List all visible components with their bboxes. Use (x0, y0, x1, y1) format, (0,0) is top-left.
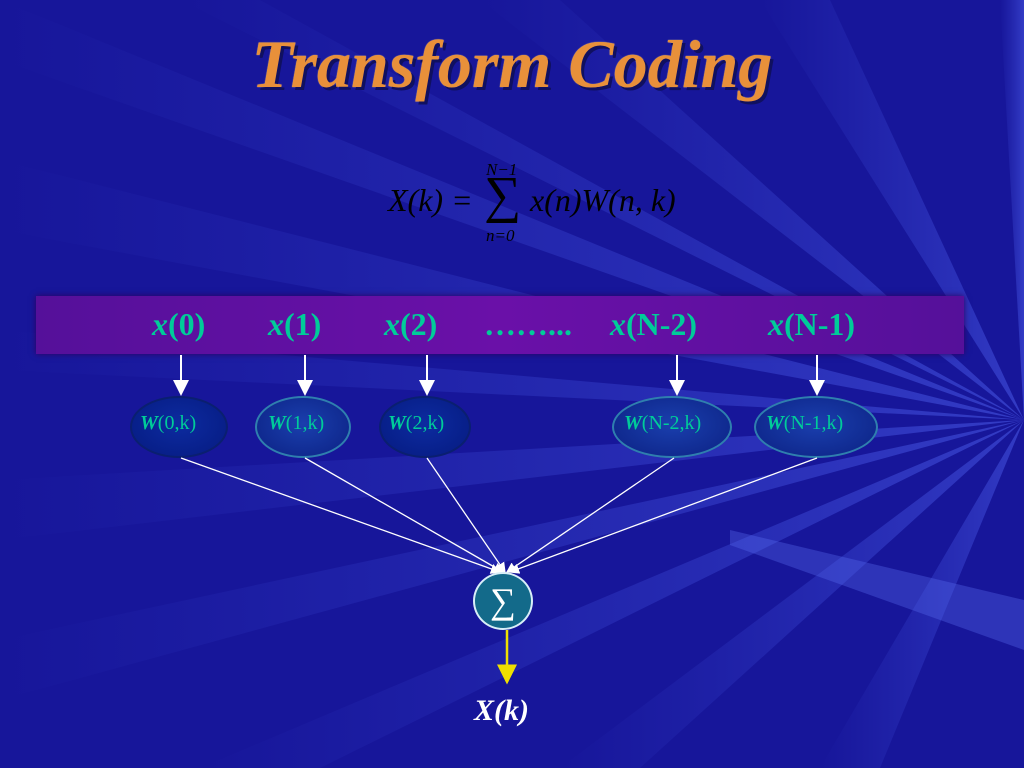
weight-label-n2: W(N-2,k) (624, 412, 702, 434)
slide-title: Transform Coding (251, 26, 773, 102)
sum-node-symbol: ∑ (490, 581, 516, 621)
input-label-xn2: x(N-2) (610, 306, 698, 342)
formula-sum-upper: N−1 (486, 160, 518, 179)
weight-node-1 (255, 396, 351, 458)
weight-label-n1: W(N-1,k) (766, 412, 844, 434)
input-label-x0: x(0) (152, 306, 206, 342)
formula-sum-symbol: ∑ (484, 167, 522, 224)
input-band (36, 296, 964, 354)
weight-label-0: W(0,k) (140, 412, 197, 434)
output-label: X(k) (474, 694, 529, 727)
weight-label-1: W(1,k) (268, 412, 325, 434)
formula-lhs: X(k) = (388, 182, 473, 218)
weight-label-2: W(2,k) (388, 412, 445, 434)
transform-formula: X(k) = N−1 ∑ n=0 x(n)W(n, k) (380, 160, 720, 250)
weight-node-n2 (612, 396, 732, 458)
input-label-ellipsis: ……... (484, 306, 572, 342)
input-label-xn1: x(N-1) (768, 306, 856, 342)
weight-node-n1 (754, 396, 878, 458)
input-label-x1: x(1) (268, 306, 322, 342)
formula-rhs: x(n)W(n, k) (530, 182, 676, 218)
sum-node: ∑ (473, 572, 533, 630)
formula-sum-lower: n=0 (486, 226, 515, 245)
weight-node-2 (379, 396, 471, 458)
weight-node-0 (130, 396, 228, 458)
input-label-x2: x(2) (384, 306, 438, 342)
